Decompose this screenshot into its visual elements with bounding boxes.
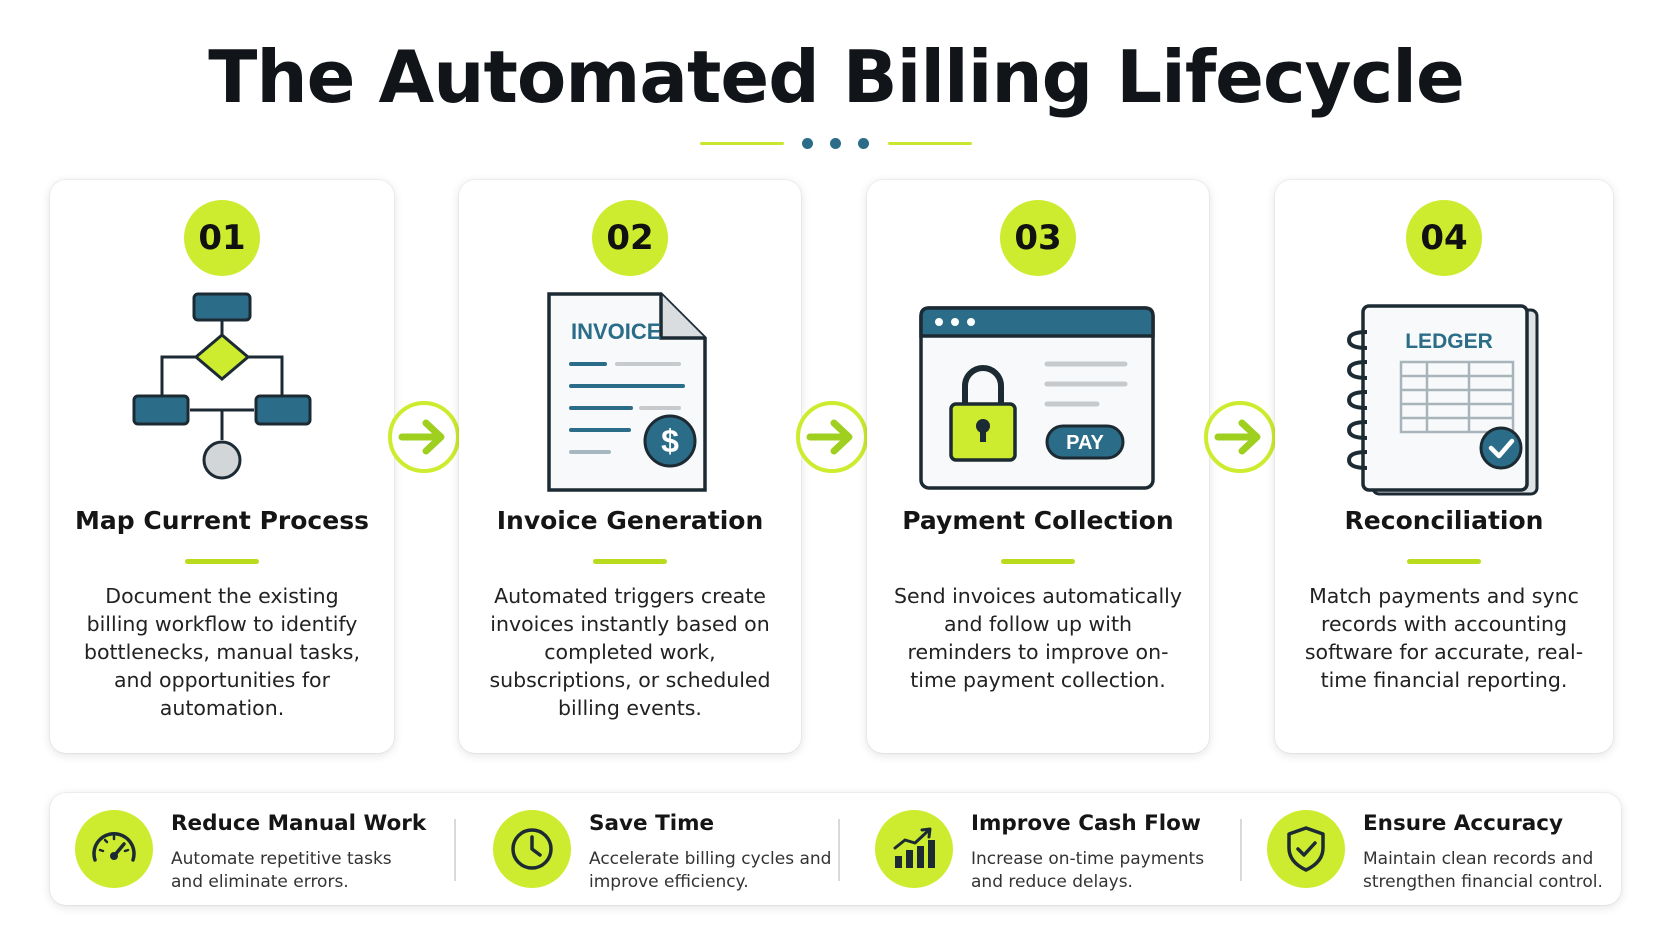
benefits-bar: Reduce Manual Work Automate repetitive t…: [50, 793, 1621, 905]
speedometer-icon: [75, 810, 153, 888]
svg-text:$: $: [661, 423, 679, 459]
benefit-ensure-accuracy: Ensure Accuracy Maintain clean records a…: [1242, 793, 1621, 905]
step-title: Invoice Generation: [496, 506, 764, 535]
step-number-badge: 02: [592, 200, 668, 276]
step-number-badge: 01: [184, 200, 260, 276]
title-underline: [185, 559, 259, 564]
svg-text:LEDGER: LEDGER: [1405, 330, 1493, 353]
step-description: Automated triggers create invoices insta…: [489, 584, 771, 720]
benefit-description: Accelerate billing cycles and improve ef…: [589, 849, 832, 892]
payment-browser-icon: PAY: [867, 288, 1209, 688]
benefit-description: Maintain clean records and strengthen fi…: [1363, 849, 1603, 892]
step-card-1: 01 Map Current Process Document the exis…: [50, 180, 394, 753]
separator: [838, 819, 840, 881]
page-title: The Automated Billing Lifecycle: [208, 35, 1465, 119]
step-title: Reconciliation: [1344, 506, 1544, 535]
ledger-icon: LEDGER: [1275, 288, 1613, 688]
svg-text:PAY: PAY: [1066, 432, 1104, 454]
arrow-right-icon: [796, 401, 868, 473]
title-underline: [593, 559, 667, 564]
shield-check-icon: [1267, 810, 1345, 888]
title-underline: [1001, 559, 1075, 564]
step-number-badge: 03: [1000, 200, 1076, 276]
benefit-description: Increase on-time payments and reduce del…: [971, 849, 1205, 892]
benefit-title: Save Time: [589, 811, 715, 836]
benefit-description: Automate repetitive tasks and eliminate …: [171, 849, 392, 892]
step-card-2: 02 INVOICE $ Invoice Generation Automate…: [459, 180, 801, 753]
title-divider: [700, 136, 972, 150]
growth-chart-icon: [875, 810, 953, 888]
arrow-right-icon: [388, 401, 460, 473]
separator: [1240, 819, 1242, 881]
step-description: Match payments and sync records with acc…: [1304, 584, 1584, 692]
title-underline: [1407, 559, 1481, 564]
step-number-badge: 04: [1406, 200, 1482, 276]
benefit-title: Improve Cash Flow: [971, 811, 1201, 836]
step-card-3: 03 PAY Payment Collection Send invoices …: [867, 180, 1209, 753]
benefit-title: Reduce Manual Work: [171, 811, 427, 836]
separator: [454, 819, 456, 881]
clock-icon: [493, 810, 571, 888]
step-description: Send invoices automatically and follow u…: [893, 584, 1183, 692]
benefit-save-time: Save Time Accelerate billing cycles and …: [468, 793, 838, 905]
step-card-4: 04 LEDGER Re: [1275, 180, 1613, 753]
step-title: Payment Collection: [902, 506, 1174, 535]
step-description: Document the existing billing workflow t…: [83, 584, 361, 720]
svg-text:INVOICE: INVOICE: [571, 319, 661, 344]
flowchart-icon: [50, 288, 394, 688]
arrow-right-icon: [1204, 401, 1276, 473]
invoice-icon: INVOICE $: [459, 288, 801, 688]
benefit-improve-cash-flow: Improve Cash Flow Increase on-time payme…: [850, 793, 1230, 905]
step-title: Map Current Process: [75, 506, 369, 535]
benefit-title: Ensure Accuracy: [1363, 811, 1564, 836]
benefit-reduce-manual-work: Reduce Manual Work Automate repetitive t…: [50, 793, 450, 905]
